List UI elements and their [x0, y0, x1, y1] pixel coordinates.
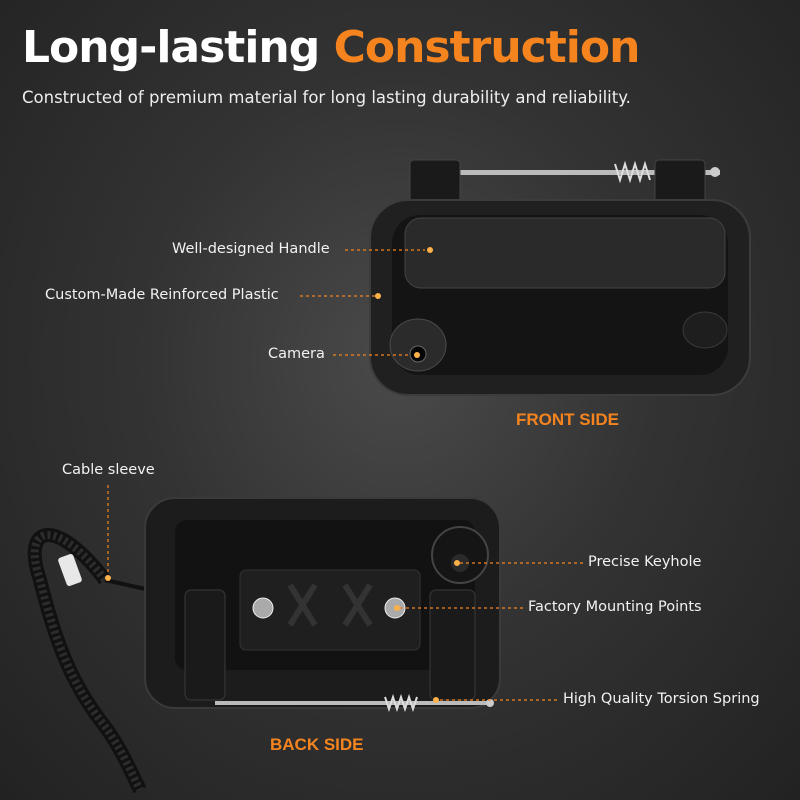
page-title: Long-lasting Construction [22, 18, 641, 78]
callout-torsion-spring: High Quality Torsion Spring [563, 691, 760, 707]
callout-camera: Camera [268, 346, 325, 362]
back-callout-lines [107, 485, 585, 701]
back-handle-image [27, 497, 501, 794]
keyhole-marker [454, 560, 460, 566]
camera-marker [414, 352, 420, 358]
callout-cable-sleeve: Cable sleeve [62, 462, 155, 478]
mounting-marker [394, 605, 400, 611]
page-subtitle: Constructed of premium material for long… [22, 88, 631, 107]
back-side-label: BACK SIDE [270, 735, 364, 754]
cable-marker [105, 575, 111, 581]
callout-reinforced-plastic: Custom-Made Reinforced Plastic [45, 287, 279, 303]
handle-marker [427, 247, 433, 253]
spring-marker [433, 697, 439, 703]
front-handle-image [369, 159, 751, 396]
callout-keyhole: Precise Keyhole [588, 554, 702, 570]
callout-mounting-points: Factory Mounting Points [528, 599, 702, 615]
title-part-2: Construction [333, 22, 641, 73]
callout-handle: Well-designed Handle [172, 241, 330, 257]
front-callout-lines [300, 249, 425, 356]
plastic-marker [375, 293, 381, 299]
title-part-1: Long-lasting [22, 22, 320, 73]
front-side-label: FRONT SIDE [516, 410, 619, 429]
